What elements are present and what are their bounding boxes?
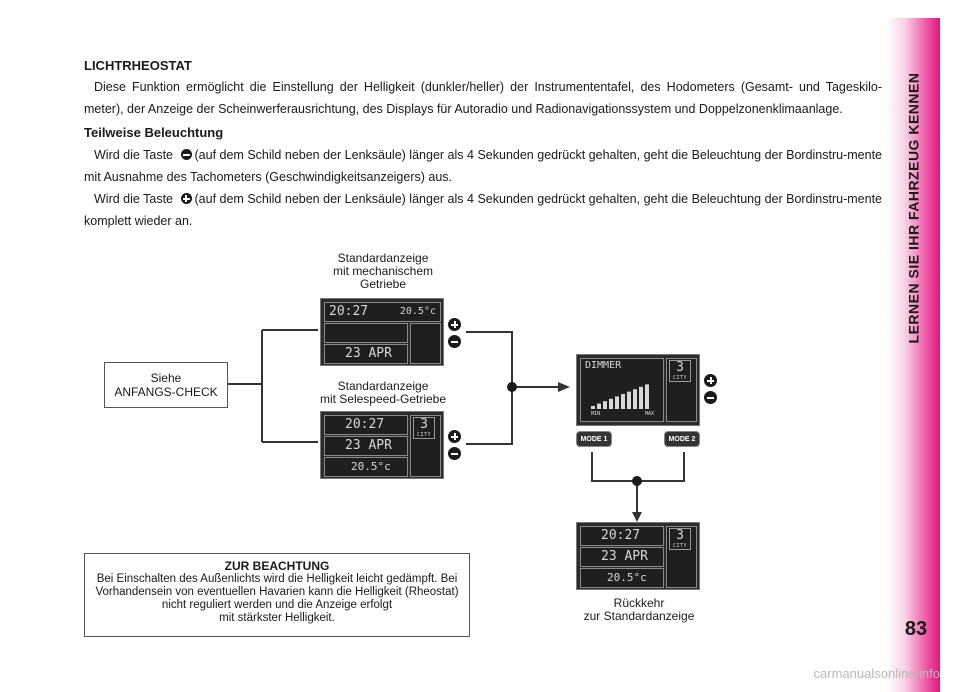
dimmer-level-bar (621, 394, 625, 409)
intro-paragraph: Diese Funktion ermöglicht die Einstellun… (84, 80, 882, 116)
display-side-panel (666, 526, 697, 588)
page-number: 83 (904, 618, 928, 640)
dimmer-level-bar (645, 384, 649, 409)
display-side-panel (410, 323, 441, 364)
note-line: nicht reguliert werden und die Anzeige e… (161, 599, 393, 611)
dimmer-level-bars (591, 384, 649, 409)
note-title: ZUR BEACHTUNG (224, 559, 330, 573)
note-box: ZUR BEACHTUNG Bei Einschalten des Außenl… (84, 553, 470, 637)
subheading-partial-lighting: Teilweise Beleuchtung (84, 125, 224, 140)
dimmer-level-bar (597, 403, 601, 409)
display-side-panel (410, 415, 441, 477)
minus-button-icon (448, 335, 461, 348)
dimmer-level-bar (609, 398, 613, 409)
gear-indicator: 3 CITY (669, 360, 691, 382)
caption-mechanical: Standardanzeige mit mechanischem Getrieb… (332, 251, 434, 291)
display-dimmer: DIMMER MIN MAX 3 CITY (576, 354, 700, 426)
dimmer-level-bar (591, 406, 595, 409)
section-heading: LICHTRHEOSTAT (84, 58, 192, 73)
minus-circle-icon (180, 149, 192, 160)
dimmer-level-bar (633, 389, 637, 409)
gear-indicator: 3 CITY (413, 417, 435, 439)
display-date-row: 23 APR (324, 436, 408, 456)
note-line: Bei Einschalten des Außenlichts wird die… (96, 573, 458, 585)
display-mechanical: 20:27 20.5°c 23 APR (320, 298, 444, 366)
section-text: LICHTRHEOSTAT Diese Funktion ermöglicht … (84, 56, 882, 232)
plus-button-icon (448, 430, 461, 443)
display-temp-row: 20.5°c (324, 457, 408, 477)
display-date-row: 23 APR (580, 547, 664, 567)
dimmer-panel: DIMMER MIN MAX (580, 358, 664, 422)
dimmer-level-bar (603, 401, 607, 409)
plus-circle-icon (180, 193, 192, 204)
caption-selespeed: Standardanzeige mit Selespeed-Getriebe (319, 379, 447, 406)
watermark: carmanualsonline.info (813, 666, 940, 681)
display-time-row: 20:27 (324, 415, 408, 435)
minus-button-icon (448, 447, 461, 460)
plus-button-icon (448, 318, 461, 331)
plus-button-icon (704, 374, 717, 387)
display-top-row: 20:27 20.5°c (324, 302, 441, 322)
chapter-sidebar (886, 18, 940, 692)
paragraph-minus-button: Wird die Taste (auf dem Schild neben der… (84, 148, 882, 184)
display-middle-row (324, 323, 408, 343)
note-line: Vorhandensein von eventuellen Havarien k… (95, 586, 459, 598)
paragraph-plus-button: Wird die Taste (auf dem Schild neben der… (84, 192, 882, 228)
mode-2-button: MODE 2 (664, 431, 700, 447)
dimmer-level-bar (639, 386, 643, 409)
display-temp-row: 20.5°c (580, 568, 664, 588)
display-time-row: 20:27 (580, 526, 664, 546)
dimmer-level-bar (615, 396, 619, 409)
display-return: 20:27 23 APR 20.5°c 3 CITY (576, 522, 700, 590)
dimmer-level-bar (627, 391, 631, 409)
display-side-panel (666, 358, 697, 422)
mode-1-button: MODE 1 (576, 431, 612, 447)
see-initial-check-box: Siehe ANFANGS-CHECK (104, 362, 228, 408)
caption-return: Rückkehr zur Standardanzeige (583, 596, 695, 623)
gear-indicator: 3 CITY (669, 528, 691, 550)
display-selespeed: 20:27 23 APR 20.5°c 3 CITY (320, 411, 444, 479)
display-date-row: 23 APR (324, 344, 408, 364)
minus-button-icon (704, 391, 717, 404)
note-line: mit stärkster Helligkeit. (219, 612, 335, 624)
